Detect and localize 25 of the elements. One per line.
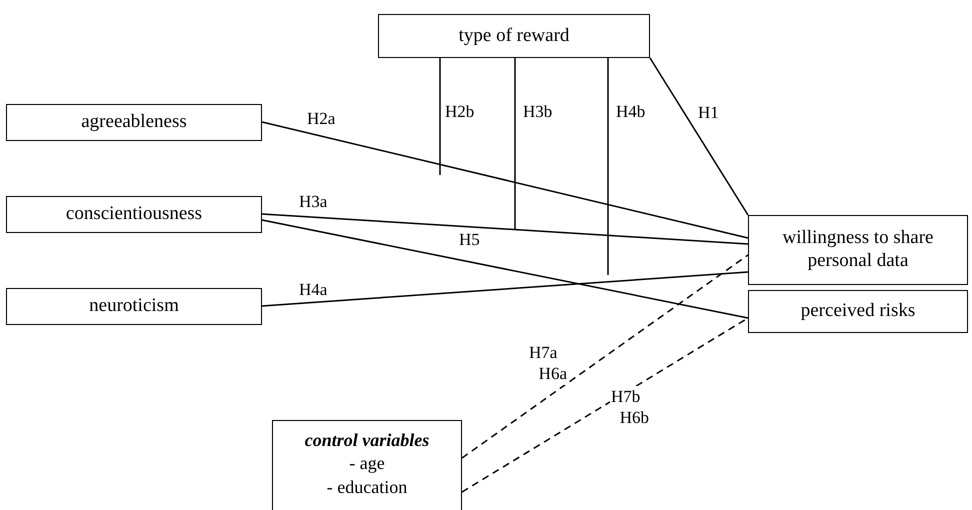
box-text: type of reward [458,24,570,48]
variable-box [6,104,262,141]
box-text: agreeableness [81,110,187,134]
variable-box [272,420,462,510]
connector-line [262,121,748,239]
connector-line [439,58,441,175]
box-text: willingness to share personal data [782,227,934,273]
connector-line [514,58,516,230]
connector-line [262,219,748,319]
connector-line [262,213,748,245]
connector-line [649,58,749,216]
dashed-connector [462,254,748,459]
box-text: conscientiousness [66,202,202,226]
box-heading: control variables [304,429,430,452]
variable-box [6,196,262,233]
box-text: perceived risks [800,299,916,324]
box-text: - age [349,452,385,476]
variable-box [6,288,262,325]
variable-box [378,14,650,58]
connector-line [262,271,748,307]
box-text: - education [326,476,408,499]
variable-box [748,290,968,333]
box-text: neuroticism [89,294,179,318]
connector-line [607,58,609,275]
variable-box [748,215,968,285]
